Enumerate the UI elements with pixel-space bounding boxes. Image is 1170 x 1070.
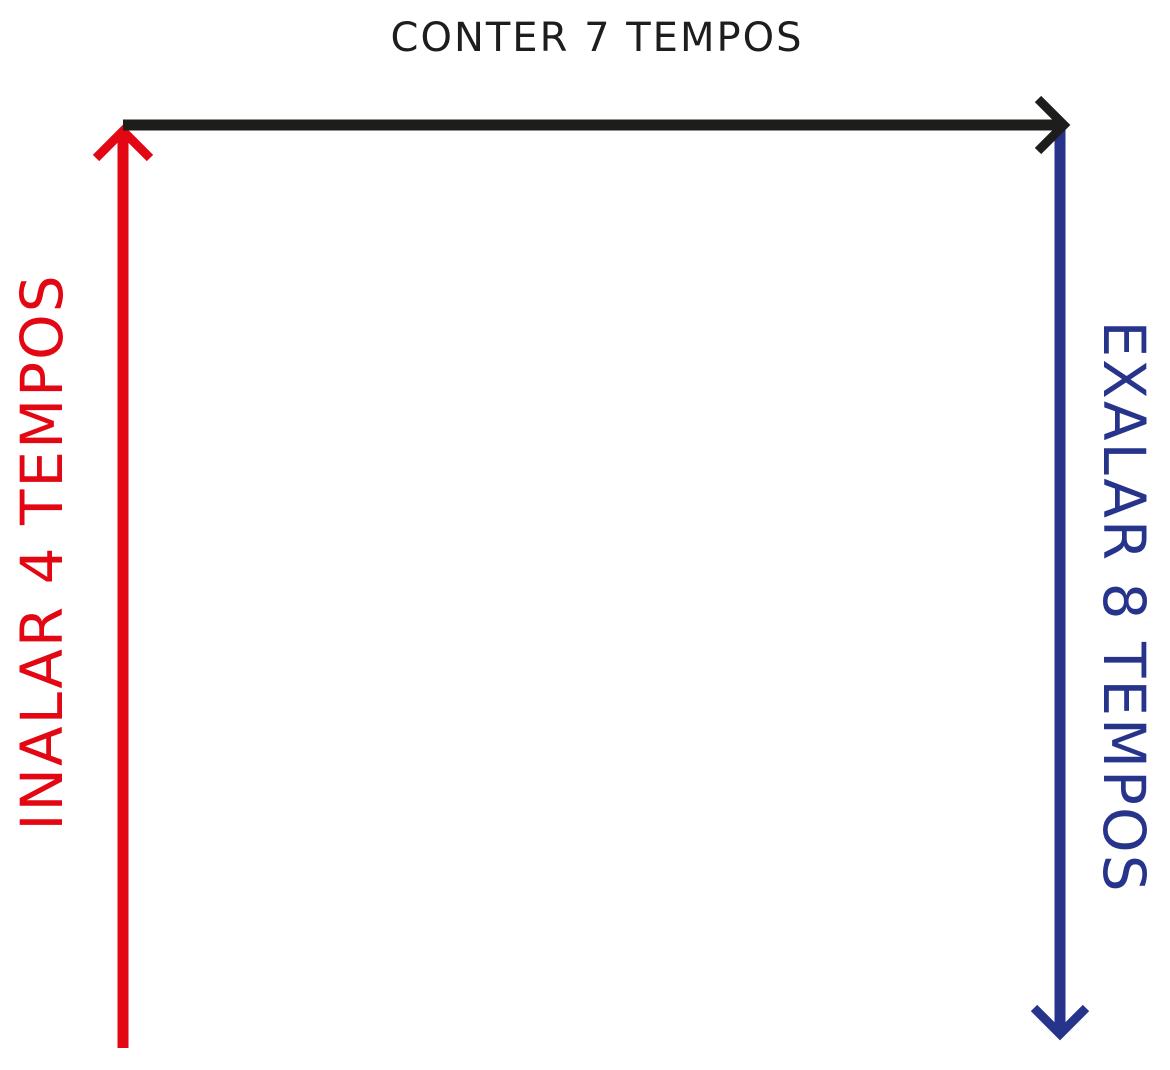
- exhale-arrow-head: [1030, 1004, 1090, 1041]
- hold-label: CONTER 7 TEMPOS: [390, 15, 804, 61]
- inhale-arrow-head: [92, 124, 154, 162]
- inhale-arrow: [92, 124, 154, 1048]
- exhale-arrow: [1030, 125, 1090, 1041]
- inhale-label: INALAR 4 TEMPOS: [8, 273, 76, 831]
- hold-arrow: [123, 95, 1071, 155]
- exhale-label: EXALAR 8 TEMPOS: [1090, 320, 1158, 894]
- hold-arrow-head: [1034, 95, 1071, 155]
